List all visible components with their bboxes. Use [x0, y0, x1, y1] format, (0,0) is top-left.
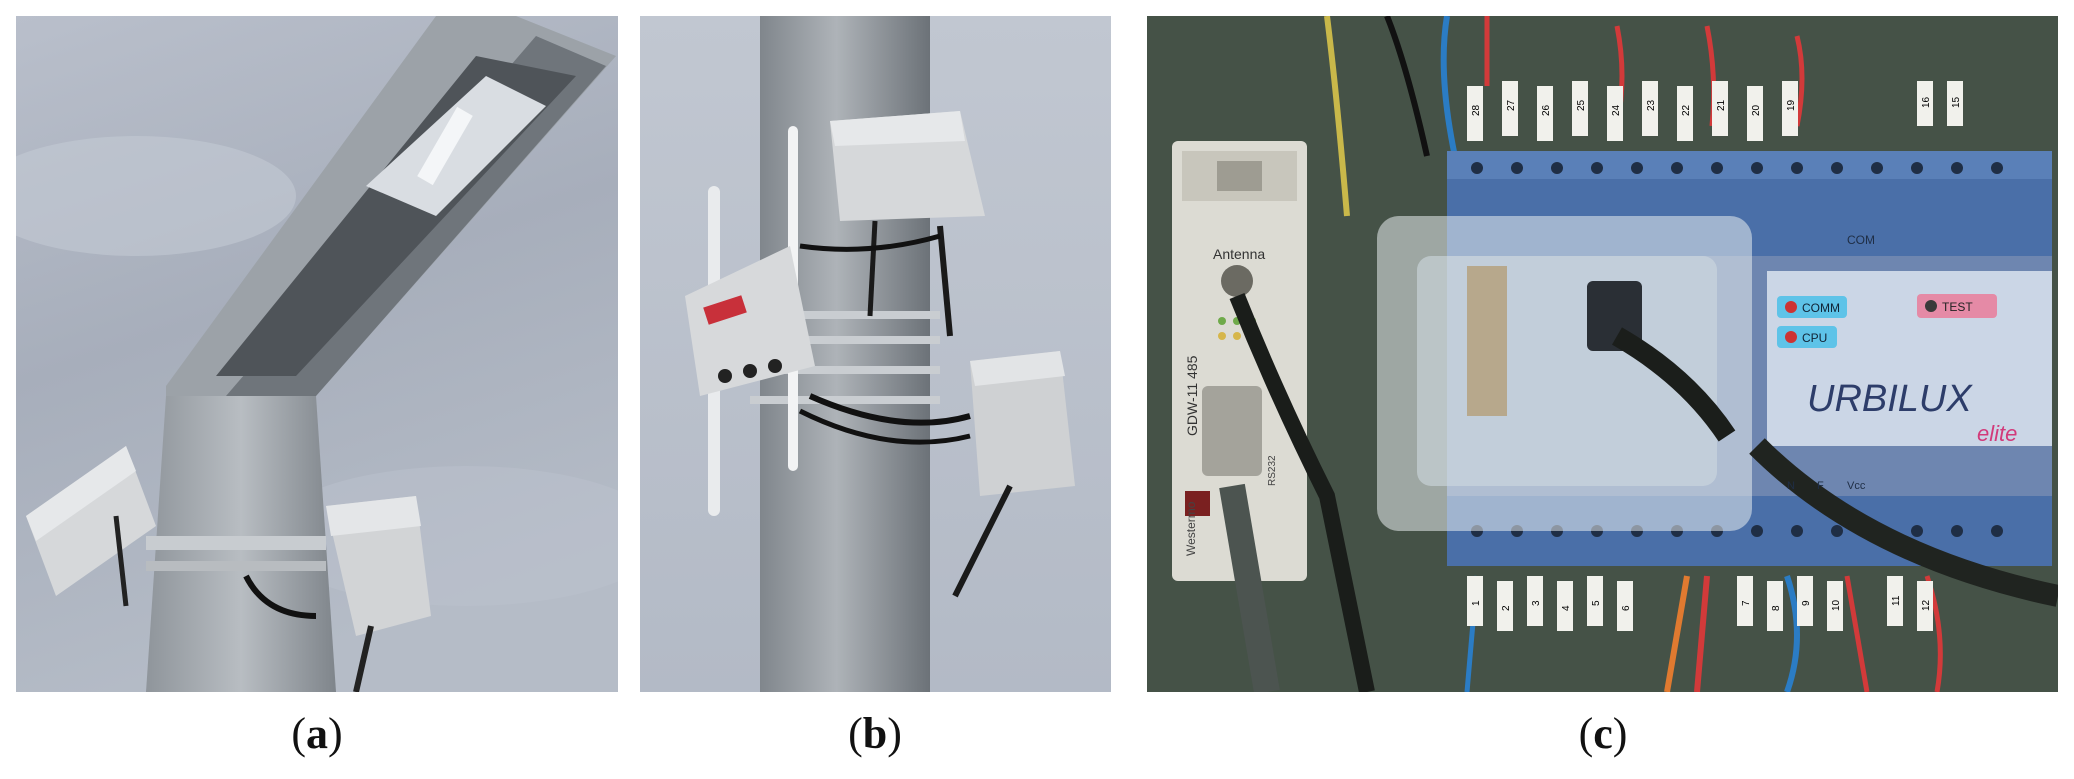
bottom-tag: 3 — [1531, 600, 1542, 606]
top-tag: 28 — [1471, 104, 1482, 116]
cpu-label: CPU — [1802, 331, 1827, 345]
top-tag: 21 — [1716, 99, 1727, 111]
photo-pole-router — [640, 16, 1111, 692]
top-tag: 22 — [1681, 104, 1692, 116]
top-tag: 25 — [1576, 99, 1587, 111]
photo-c-illustration: Antenna GDW-11 485 Westermo RS232 COMM C… — [1147, 16, 2058, 692]
caption-c-letter: c — [1593, 709, 1613, 758]
photo-b-illustration — [640, 16, 1111, 692]
bottom-tag: 1 — [1471, 600, 1482, 606]
bottom-tag: 12 — [1921, 599, 1932, 611]
top-tag: 19 — [1786, 99, 1797, 111]
bottom-tag-group: 1 2 3 4 5 6 7 8 9 10 11 12 — [1467, 576, 1933, 631]
port-label: RS232 — [1267, 455, 1278, 486]
bottom-tag: 5 — [1591, 600, 1602, 606]
caption-b: (b) — [848, 709, 902, 758]
bottom-tag: 2 — [1501, 605, 1512, 611]
top-tag: 27 — [1506, 99, 1517, 111]
bottom-tag: 4 — [1561, 605, 1572, 611]
top-tag-group: 28 27 26 25 24 23 22 21 20 19 16 15 — [1467, 81, 1963, 141]
comm-label: COMM — [1802, 301, 1840, 315]
test-label: TEST — [1942, 300, 1973, 314]
bottom-tag: 6 — [1621, 605, 1632, 611]
caption-a-letter: a — [306, 709, 328, 758]
relay-label-vcc: Vcc — [1847, 480, 1866, 492]
top-tag: 15 — [1951, 96, 1962, 108]
relay-label-f: F — [1817, 480, 1824, 492]
brand-label: URBILUX — [1807, 378, 1973, 420]
photo-a-illustration — [16, 16, 618, 692]
caption-a: (a) — [291, 709, 343, 758]
bottom-tag: 8 — [1771, 605, 1782, 611]
module-model-label: GDW-11 485 — [1184, 355, 1200, 436]
top-tag: 24 — [1611, 104, 1622, 116]
module-brand-label: Westermo — [1184, 501, 1198, 556]
top-tag: 23 — [1646, 99, 1657, 111]
bottom-tag: 10 — [1831, 599, 1842, 611]
brand-sub-label: elite — [1977, 421, 2017, 446]
caption-b-letter: b — [862, 709, 888, 758]
relay-label-n: N — [1787, 480, 1795, 492]
bottom-tag: 9 — [1801, 600, 1812, 606]
com-label: COM — [1847, 233, 1875, 247]
top-tag: 16 — [1921, 96, 1932, 108]
bottom-tag: 7 — [1741, 600, 1752, 606]
top-tag: 26 — [1541, 104, 1552, 116]
top-tag: 20 — [1751, 104, 1762, 116]
antenna-label: Antenna — [1213, 246, 1265, 262]
photo-control-board: Antenna GDW-11 485 Westermo RS232 COMM C… — [1147, 16, 2058, 692]
bottom-tag: 11 — [1891, 595, 1902, 606]
photo-streetlight-sensors — [16, 16, 618, 692]
caption-c: (c) — [1578, 709, 1628, 758]
